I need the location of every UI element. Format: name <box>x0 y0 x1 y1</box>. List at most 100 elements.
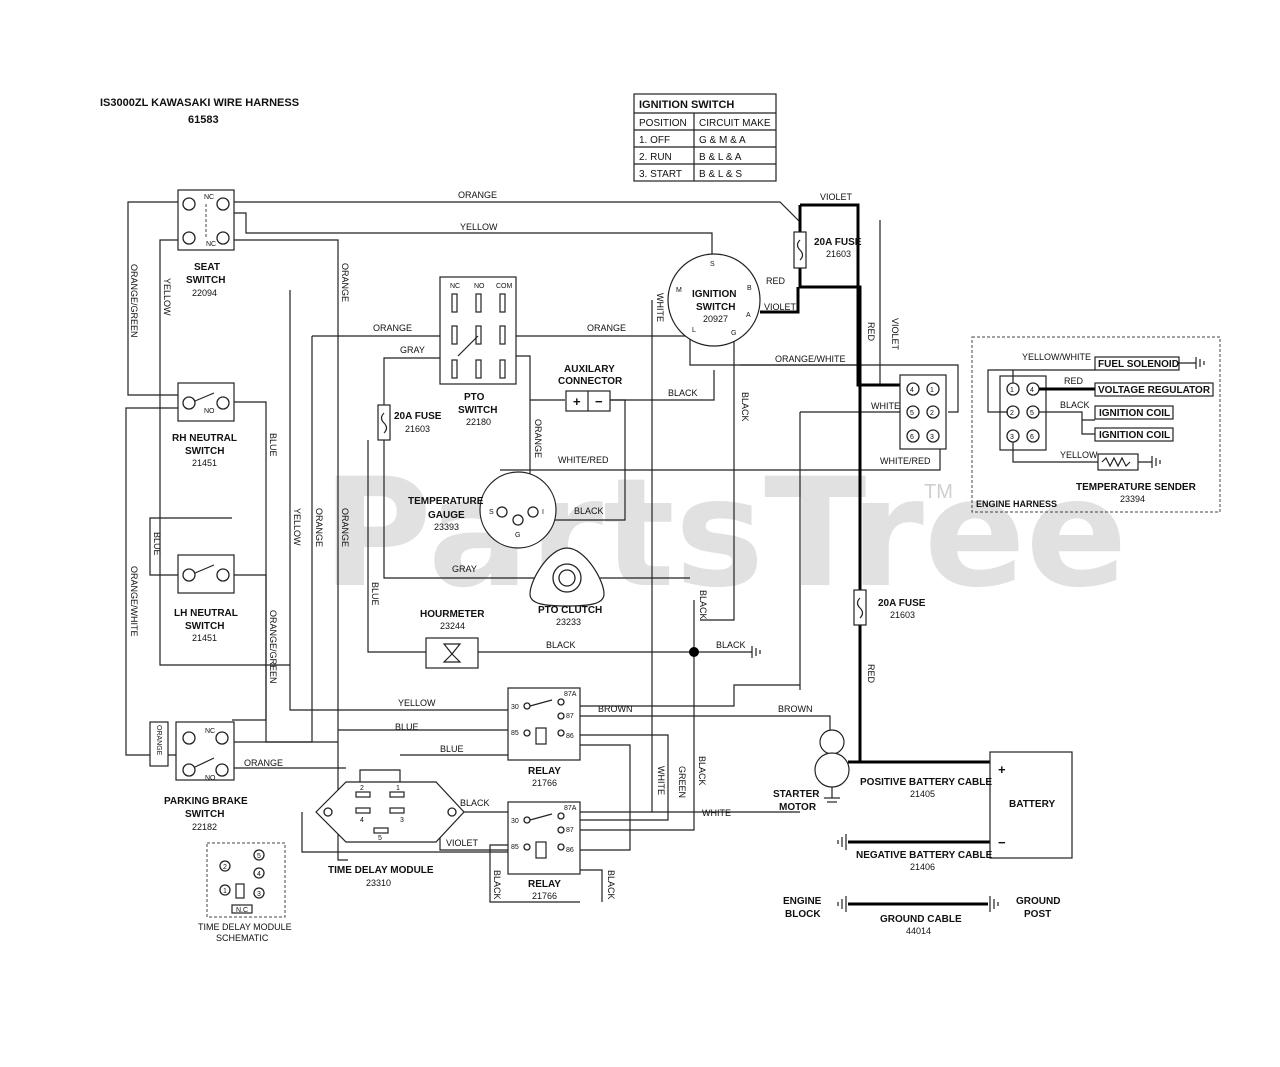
wire-label: BLACK <box>606 870 616 900</box>
seat-switch: NC NC SEAT SWITCH 22094 <box>177 189 235 298</box>
tds-pin: 1 <box>223 888 227 895</box>
eh-wire-red: RED <box>1064 376 1084 386</box>
table-cell: G & M & A <box>699 135 746 146</box>
wire-label: WHITE/RED <box>880 456 931 466</box>
ec-pin: 1 <box>930 387 934 394</box>
pb-no: NO <box>205 775 216 782</box>
wire-label: WHITE <box>702 808 731 818</box>
wire-labels: ORANGE YELLOW VIOLET RED VIOLET ORANGE/G… <box>129 190 931 900</box>
wire-label: BLACK <box>697 756 707 786</box>
junction-dot <box>689 647 699 657</box>
pto-col: NO <box>474 283 485 290</box>
wire-label: VIOLET <box>446 838 479 848</box>
pto-col: NC <box>450 283 460 290</box>
tds-pin: 5 <box>257 853 261 860</box>
hourmeter: HOURMETER 23244 <box>420 609 485 669</box>
eh-pin: 1 <box>1010 387 1014 394</box>
td-pin: 4 <box>360 817 364 824</box>
ec-pin: 4 <box>910 387 914 394</box>
relay2-87a: 87A <box>564 805 577 812</box>
ground-cable-pn: 44014 <box>906 926 931 936</box>
eh-pin: 3 <box>1010 434 1014 441</box>
wire-network <box>125 201 959 903</box>
wire-label: ORANGE/GREEN <box>268 610 278 684</box>
fuse-top: 20A FUSE 21603 <box>793 231 862 269</box>
td-pin: 1 <box>396 785 400 792</box>
wire-label: BLACK <box>716 640 746 650</box>
hourmeter-label: HOURMETER <box>420 609 485 620</box>
wire-label: BLUE <box>370 582 380 606</box>
td-pin: 5 <box>378 835 382 842</box>
wire-label: ORANGE <box>340 508 350 547</box>
wire-label: ORANGE <box>244 758 283 768</box>
pto-pn: 22180 <box>466 417 491 427</box>
pb-orange-box: ORANGE <box>155 725 162 756</box>
ground-post-label-2: POST <box>1024 909 1051 920</box>
ign-pin-l: L <box>692 327 696 334</box>
lh-neutral-switch: LH NEUTRAL SWITCH 21451 <box>174 554 238 643</box>
tds-label: TIME DELAY MODULE <box>198 922 292 932</box>
wire-label: ORANGE/WHITE <box>775 354 846 364</box>
pto-clutch: PTO CLUTCH 23233 <box>529 547 605 627</box>
engine-block-label: ENGINE <box>783 896 822 907</box>
aux-minus: − <box>595 394 603 409</box>
wire-label: WHITE <box>871 401 900 411</box>
table-cell: 2. RUN <box>639 152 672 163</box>
relay1-87: 87 <box>566 713 574 720</box>
tds-label-2: SCHEMATIC <box>216 933 269 943</box>
rh-label-2: SWITCH <box>185 446 224 457</box>
wire-label: YELLOW <box>398 698 436 708</box>
battery-minus: − <box>998 835 1006 850</box>
watermark: PartsTree <box>322 447 1127 621</box>
wire-label: BLACK <box>460 798 490 808</box>
relay1-label: RELAY <box>528 766 561 777</box>
table-title: IGNITION SWITCH <box>639 99 734 111</box>
rh-label: RH NEUTRAL <box>172 433 237 444</box>
ign-pin-m: M <box>676 287 682 294</box>
time-delay-schematic: 2 5 4 1 3 N.C TIME DELAY MODULE SCHEMATI… <box>198 842 292 943</box>
wire-label: GREEN <box>677 766 687 798</box>
ec-pin: 5 <box>910 410 914 417</box>
wire-label: WHITE <box>655 293 665 322</box>
wire-label: BROWN <box>778 704 813 714</box>
ign-pin-a: A <box>746 312 751 319</box>
pb-label: PARKING BRAKE <box>164 796 248 807</box>
rh-pn: 21451 <box>192 458 217 468</box>
starter-label: STARTER <box>773 789 820 800</box>
tds-pin: 4 <box>257 871 261 878</box>
relay2-85: 85 <box>511 844 519 851</box>
pto-clutch-label: PTO CLUTCH <box>538 605 602 616</box>
relay1-pn: 21766 <box>532 778 557 788</box>
wire-label: YELLOW <box>460 222 498 232</box>
wire-label: BLACK <box>546 640 576 650</box>
aux-label-2: CONNECTOR <box>558 376 623 387</box>
fuse-right: 20A FUSE 21603 <box>853 589 926 626</box>
ign-pin-b: B <box>747 285 752 292</box>
wire-label: VIOLET <box>820 192 853 202</box>
fuse-mid-pn: 21603 <box>405 424 430 434</box>
parking-brake-switch: NC NO ORANGE PARKING BRAKE SWITCH 22182 <box>149 721 248 832</box>
gauge-g: G <box>515 532 520 539</box>
td-pin: 3 <box>400 817 404 824</box>
wire-label: ORANGE/GREEN <box>129 264 139 338</box>
wire-label: BLUE <box>152 532 162 556</box>
pto-label-2: SWITCH <box>458 405 497 416</box>
td-label: TIME DELAY MODULE <box>328 865 434 876</box>
pto-clutch-pn: 23233 <box>556 617 581 627</box>
wire-label: BROWN <box>598 704 633 714</box>
wire-label: BLUE <box>440 744 464 754</box>
tds-pin: 2 <box>223 864 227 871</box>
eh-wire-black: BLACK <box>1060 400 1090 410</box>
table-header-circuit: CIRCUIT MAKE <box>699 118 771 129</box>
wire-label: RED <box>866 322 876 342</box>
wire-label: BLACK <box>492 870 502 900</box>
fuse-top-pn: 21603 <box>826 249 851 259</box>
td-pin: 2 <box>360 785 364 792</box>
fuse-right-pn: 21603 <box>890 610 915 620</box>
ignition-coil-1: IGNITION COIL <box>1099 408 1170 419</box>
table-cell: 1. OFF <box>639 135 670 146</box>
ec-pin: 6 <box>910 434 914 441</box>
wire-label: YELLOW <box>292 508 302 546</box>
relay2-86: 86 <box>566 847 574 854</box>
gauge-label: TEMPERATURE <box>408 496 484 507</box>
